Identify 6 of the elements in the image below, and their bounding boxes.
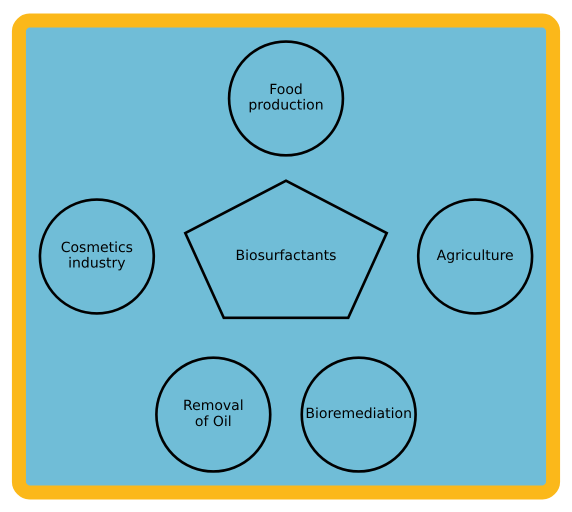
node-circle: Cosmetics industry — [38, 198, 156, 314]
node-circle: Bioremediation — [300, 356, 417, 472]
node-circle: Removal of Oil — [155, 356, 272, 472]
node-circle: Food production — [228, 40, 344, 156]
cluster — [12, 13, 560, 499]
node-circle: Agriculture — [416, 198, 534, 314]
